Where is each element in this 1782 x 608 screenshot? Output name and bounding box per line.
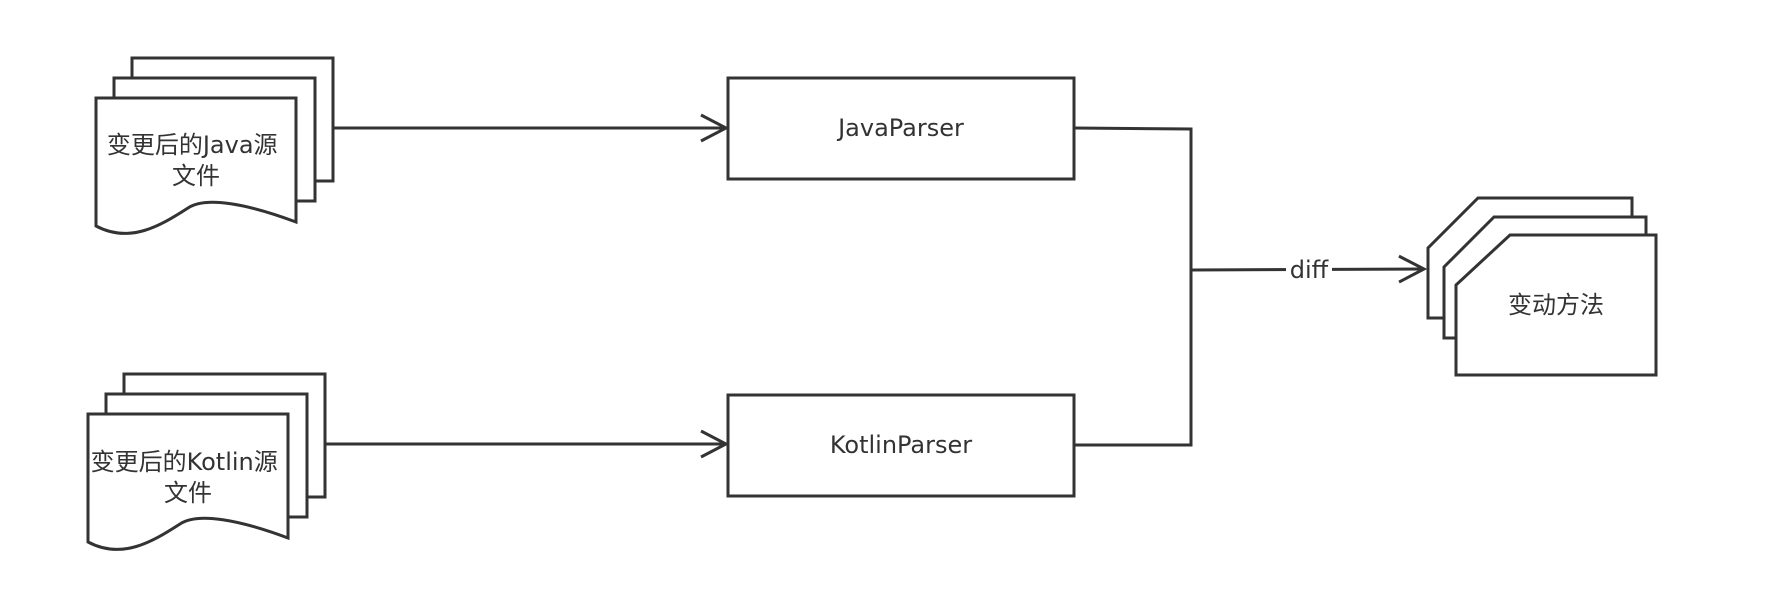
kotlin-source-label-line2: 文件 <box>164 479 212 507</box>
kotlin-source-label: 变更后的Kotlin源 文件 <box>91 448 286 507</box>
changed-methods-label: 变动方法 <box>1508 291 1604 319</box>
diff-edge-label: diff <box>1286 254 1332 286</box>
changed-methods-node[interactable]: 变动方法 <box>1426 196 1658 377</box>
diff-edge-label-text: diff <box>1290 256 1329 284</box>
java-source-page-front <box>94 96 298 235</box>
java-source-files-node[interactable]: 变更后的Java源 文件 <box>94 56 335 235</box>
java-parser-node[interactable]: JavaParser <box>726 76 1076 181</box>
java-source-label-line2: 文件 <box>172 162 220 190</box>
changed-methods-card-front <box>1454 233 1658 377</box>
kotlin-source-label-line1: 变更后的Kotlin源 <box>91 448 278 476</box>
java-parser-label: JavaParser <box>836 114 964 142</box>
java-source-label: 变更后的Java源 文件 <box>107 131 285 190</box>
java-source-label-line1: 变更后的Java源 <box>107 131 278 159</box>
kotlin-parser-node[interactable]: KotlinParser <box>726 393 1076 498</box>
kotlin-parser-box <box>726 393 1076 498</box>
kotlin-source-page-front <box>86 412 290 551</box>
diff-edge-label-background <box>1286 254 1332 286</box>
kotlin-parser-label: KotlinParser <box>830 431 972 459</box>
kotlin-source-files-node[interactable]: 变更后的Kotlin源 文件 <box>86 372 327 551</box>
edge-java-parser-to-merge <box>1073 126 1193 270</box>
edge-kotlin-parser-to-merge <box>1074 270 1193 447</box>
